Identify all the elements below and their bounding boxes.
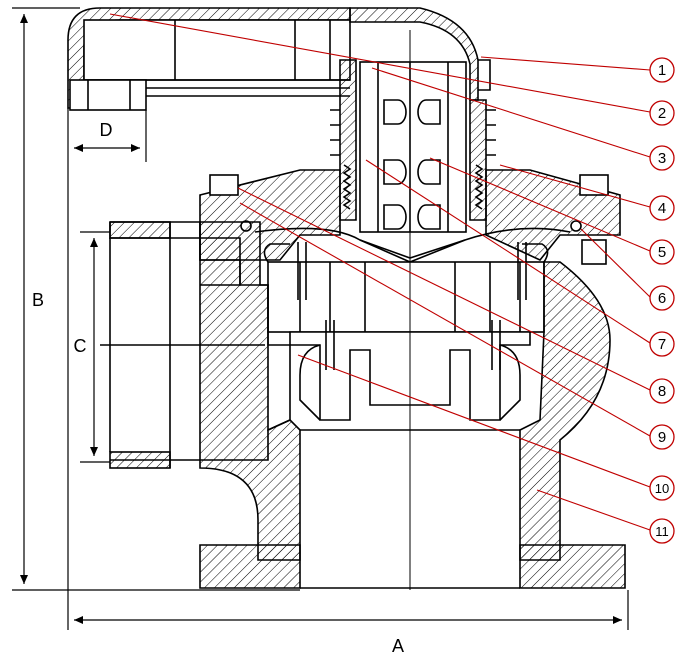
svg-text:10: 10 bbox=[655, 481, 669, 496]
callout-4: 4 bbox=[649, 195, 675, 221]
svg-text:11: 11 bbox=[655, 524, 669, 539]
body-left-wall bbox=[199, 221, 301, 561]
valve-body bbox=[67, 7, 626, 590]
bottom-flange bbox=[199, 544, 301, 589]
dimension-d-label: D bbox=[100, 120, 113, 140]
left-bolt bbox=[209, 174, 239, 196]
pilot-cartridge bbox=[359, 61, 467, 233]
callout-3: 3 bbox=[649, 145, 675, 171]
callouts: 1 2 3 4 5 6 7 8 bbox=[649, 57, 675, 544]
callout-5: 5 bbox=[649, 239, 675, 265]
svg-text:9: 9 bbox=[658, 429, 666, 446]
pilot-housing-right bbox=[469, 99, 487, 221]
dimension-c-label: C bbox=[74, 336, 87, 356]
callout-8: 8 bbox=[649, 378, 675, 404]
right-spring bbox=[474, 164, 484, 210]
callout-7: 7 bbox=[649, 331, 675, 357]
svg-text:8: 8 bbox=[658, 383, 666, 400]
leader-lines bbox=[109, 13, 651, 531]
bypass-fitting bbox=[69, 79, 147, 111]
svg-text:7: 7 bbox=[658, 336, 666, 353]
callout-1: 1 bbox=[649, 57, 675, 83]
body-right-wall bbox=[519, 261, 611, 561]
callout-6: 6 bbox=[649, 285, 675, 311]
pilot-housing-left bbox=[339, 59, 357, 221]
right-bolt bbox=[579, 174, 609, 196]
bottom-flange-right bbox=[519, 544, 626, 589]
dimension-lines bbox=[12, 7, 629, 630]
svg-text:3: 3 bbox=[658, 150, 666, 167]
svg-text:2: 2 bbox=[658, 105, 666, 122]
dimension-b-label: B bbox=[32, 290, 44, 310]
left-spring bbox=[342, 164, 352, 210]
svg-text:5: 5 bbox=[658, 244, 666, 261]
callout-9: 9 bbox=[649, 424, 675, 450]
callout-11: 11 bbox=[649, 518, 675, 544]
svg-text:1: 1 bbox=[658, 62, 666, 79]
svg-text:6: 6 bbox=[658, 290, 666, 307]
svg-text:4: 4 bbox=[658, 200, 666, 217]
callout-2: 2 bbox=[649, 100, 675, 126]
callout-10: 10 bbox=[649, 475, 675, 501]
dimension-a-label: A bbox=[392, 636, 404, 656]
